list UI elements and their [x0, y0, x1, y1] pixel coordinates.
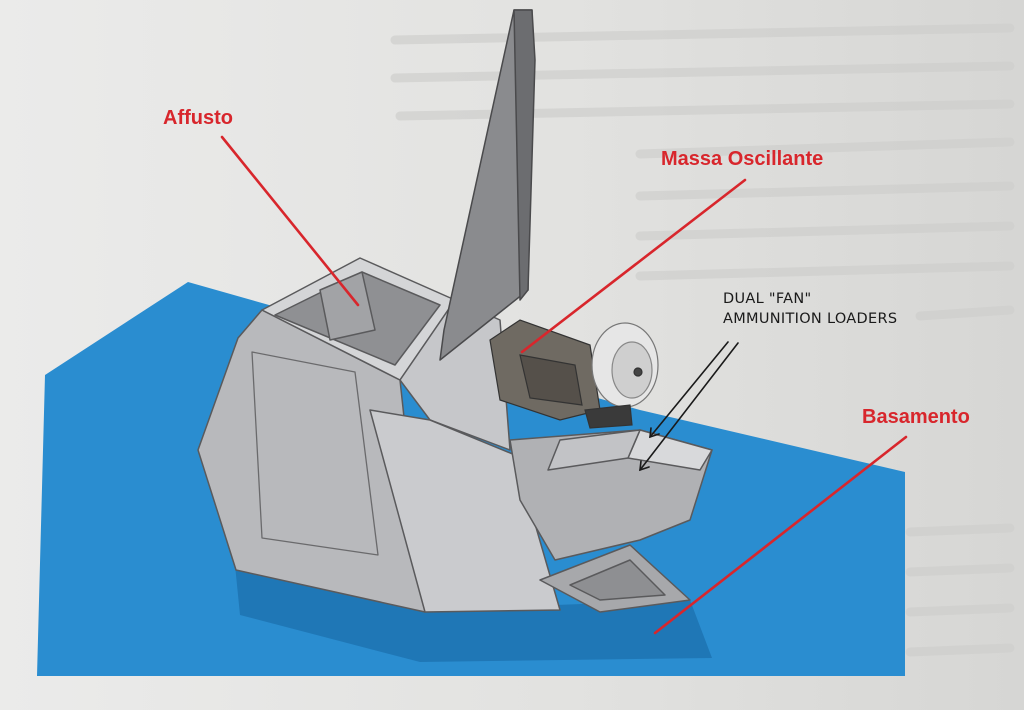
leader-massa-oscillante	[520, 178, 747, 354]
label-loaders-line2: AMMUNITION LOADERS	[723, 311, 898, 327]
gun-barrel	[439, 9, 536, 361]
label-affusto: Affusto	[163, 107, 233, 129]
base-platform-shade	[235, 565, 712, 662]
leader-lines-red	[220, 135, 908, 635]
label-massa-oscillante: Massa Oscillante	[661, 148, 824, 170]
elevating-mass	[489, 319, 659, 429]
turret-body	[197, 257, 713, 613]
leader-affusto	[220, 135, 360, 307]
leader-lines-black	[639, 341, 739, 472]
leader-basamento	[653, 435, 908, 635]
label-loaders-line1: DUAL "FAN"	[723, 291, 812, 307]
label-basamento: Basamento	[862, 406, 970, 428]
